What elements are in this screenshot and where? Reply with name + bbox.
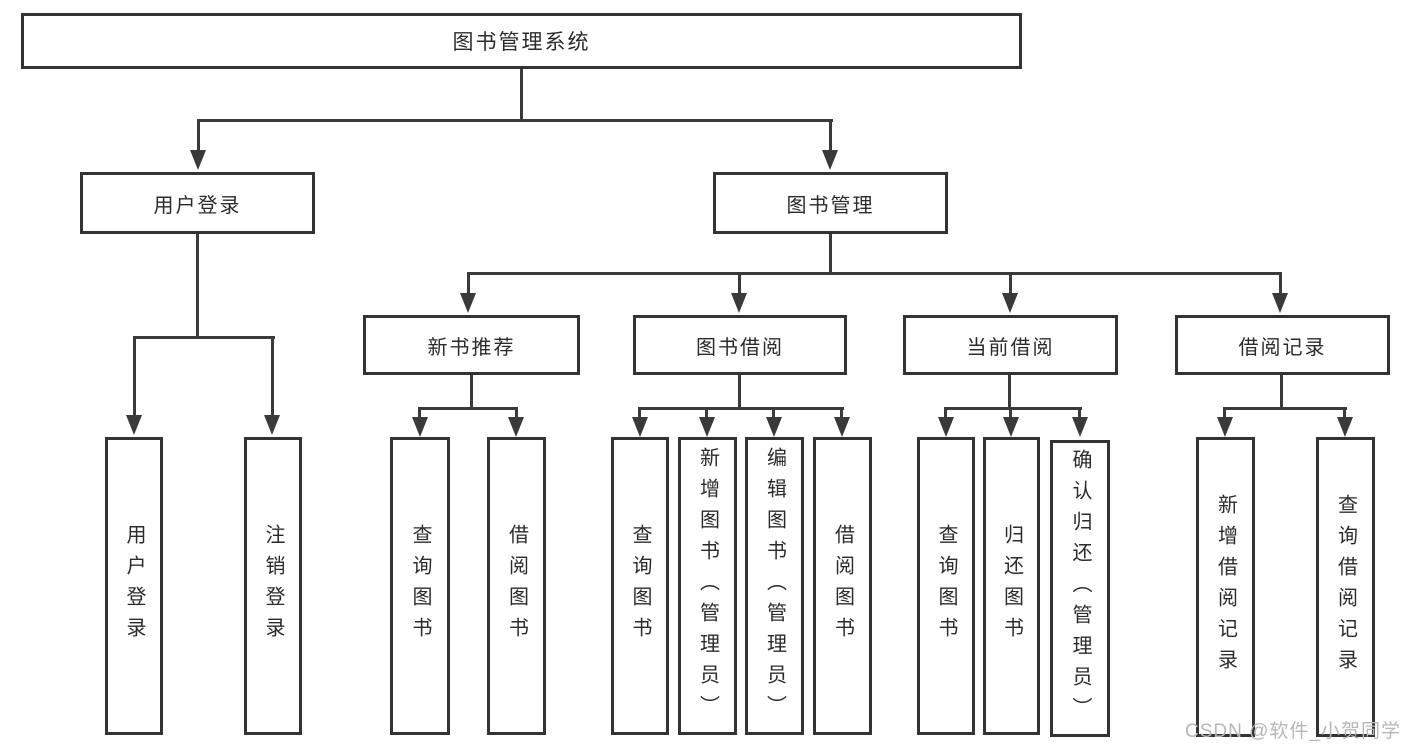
edge-root-drop-right xyxy=(829,119,832,150)
edge-groupB-drop-2 xyxy=(705,407,708,419)
arrow-down-icon xyxy=(1003,417,1019,437)
node-borrowing-records: 借阅记录 xyxy=(1175,315,1390,375)
edge-book-mgmt-bus xyxy=(467,272,1282,275)
arrow-down-icon xyxy=(1002,293,1018,313)
edge-root-bus xyxy=(197,119,833,122)
leaf-current-query-books: 查询图书 xyxy=(917,437,975,735)
leaf-user-login: 用户登录 xyxy=(105,437,163,735)
leaf-borrowing-add-books-admin-label: 新增图书（管理员） xyxy=(696,446,719,726)
arrow-down-icon xyxy=(1217,417,1233,437)
edge-groupC-drop-2 xyxy=(1009,407,1012,419)
edge-groupA-drop-2 xyxy=(515,407,518,419)
edge-user-login-bus xyxy=(133,336,275,339)
node-book-management-label: 图书管理 xyxy=(786,194,875,217)
leaf-borrowing-borrow-books: 借阅图书 xyxy=(813,437,872,735)
arrow-down-icon xyxy=(190,150,206,170)
node-new-book-recommend-label: 新书推荐 xyxy=(427,336,516,359)
node-current-borrowing: 当前借阅 xyxy=(903,315,1118,375)
edge-groupA-stem xyxy=(470,375,473,407)
leaf-borrowing-add-books-admin: 新增图书（管理员） xyxy=(678,437,737,735)
node-user-login-label: 用户登录 xyxy=(153,194,242,217)
edge-groupD-drop-1 xyxy=(1223,407,1226,419)
watermark-text: CSDN @软件_小贺同学 xyxy=(1185,721,1401,742)
edge-groupB-drop-1 xyxy=(638,407,641,419)
leaf-recommend-borrow-books-label: 借阅图书 xyxy=(505,524,528,648)
edge-groupD-bus xyxy=(1223,407,1347,410)
edge-root-stem xyxy=(520,69,523,119)
edge-groupA-drop-1 xyxy=(418,407,421,419)
edge-book-mgmt-drop-1 xyxy=(467,272,470,295)
edge-groupD-drop-2 xyxy=(1343,407,1346,419)
leaf-recommend-borrow-books: 借阅图书 xyxy=(487,437,546,735)
node-root-label: 图书管理系统 xyxy=(452,31,591,54)
edge-groupA-bus xyxy=(418,407,518,410)
arrow-down-icon xyxy=(632,417,648,437)
arrow-down-icon xyxy=(1072,417,1088,437)
edge-book-mgmt-drop-2 xyxy=(738,272,741,295)
edge-groupC-stem xyxy=(1008,375,1011,407)
leaf-borrowing-edit-books-admin-label: 编辑图书（管理员） xyxy=(763,446,786,726)
arrow-down-icon xyxy=(126,415,142,435)
node-new-book-recommend: 新书推荐 xyxy=(363,315,580,375)
arrow-down-icon xyxy=(731,293,747,313)
leaf-recommend-query-books: 查询图书 xyxy=(390,437,450,735)
edge-groupB-drop-4 xyxy=(840,407,843,419)
leaf-current-return-books-label: 归还图书 xyxy=(1000,524,1023,648)
arrow-down-icon xyxy=(1337,417,1353,437)
edge-groupB-stem xyxy=(738,375,741,407)
leaf-user-login-label: 用户登录 xyxy=(123,524,145,648)
node-borrowing-records-label: 借阅记录 xyxy=(1238,336,1327,359)
leaf-borrowing-edit-books-admin: 编辑图书（管理员） xyxy=(745,437,804,735)
edge-user-login-drop-1 xyxy=(133,336,136,416)
edge-groupD-stem xyxy=(1280,375,1283,407)
node-book-borrowing: 图书借阅 xyxy=(633,315,847,375)
arrow-down-icon xyxy=(508,417,524,437)
node-book-borrowing-label: 图书借阅 xyxy=(696,336,784,359)
leaf-records-query-record: 查询借阅记录 xyxy=(1316,437,1375,737)
leaf-records-add-record: 新增借阅记录 xyxy=(1196,437,1255,737)
leaf-recommend-query-books-label: 查询图书 xyxy=(409,524,431,648)
edge-user-login-drop-2 xyxy=(271,336,274,416)
leaf-borrowing-borrow-books-label: 借阅图书 xyxy=(831,524,854,648)
arrow-down-icon xyxy=(412,417,428,437)
leaf-current-confirm-return-admin: 确认归还（管理员） xyxy=(1050,440,1110,737)
edge-groupC-drop-1 xyxy=(944,407,947,419)
leaf-current-query-books-label: 查询图书 xyxy=(935,524,957,648)
edge-groupC-bus xyxy=(944,407,1082,410)
edge-groupB-drop-3 xyxy=(772,407,775,419)
edge-book-mgmt-stem xyxy=(829,234,832,272)
node-user-login: 用户登录 xyxy=(80,172,315,234)
leaf-records-query-record-label: 查询借阅记录 xyxy=(1334,494,1357,680)
node-root-system: 图书管理系统 xyxy=(21,13,1022,69)
arrow-down-icon xyxy=(822,150,838,170)
arrow-down-icon xyxy=(699,417,715,437)
leaf-current-return-books: 归还图书 xyxy=(983,437,1040,735)
node-current-borrowing-label: 当前借阅 xyxy=(966,336,1055,359)
arrow-down-icon xyxy=(834,417,850,437)
leaf-current-confirm-return-admin-label: 确认归还（管理员） xyxy=(1069,449,1091,728)
edge-book-mgmt-drop-3 xyxy=(1009,272,1012,295)
arrow-down-icon xyxy=(938,417,954,437)
leaf-borrowing-query-books: 查询图书 xyxy=(611,437,669,735)
arrow-down-icon xyxy=(766,417,782,437)
leaf-borrowing-query-books-label: 查询图书 xyxy=(629,524,651,648)
edge-root-drop-left xyxy=(197,119,200,150)
leaf-records-add-record-label: 新增借阅记录 xyxy=(1214,494,1237,680)
edge-groupB-bus xyxy=(638,407,844,410)
node-book-management: 图书管理 xyxy=(713,172,948,234)
edge-book-mgmt-drop-4 xyxy=(1279,272,1282,295)
edge-groupC-drop-3 xyxy=(1078,407,1081,419)
arrow-down-icon xyxy=(264,415,280,435)
arrow-down-icon xyxy=(460,293,476,313)
leaf-logout-label: 注销登录 xyxy=(262,524,284,648)
arrow-down-icon xyxy=(1272,293,1288,313)
edge-user-login-stem xyxy=(196,234,199,336)
leaf-logout: 注销登录 xyxy=(244,437,302,735)
